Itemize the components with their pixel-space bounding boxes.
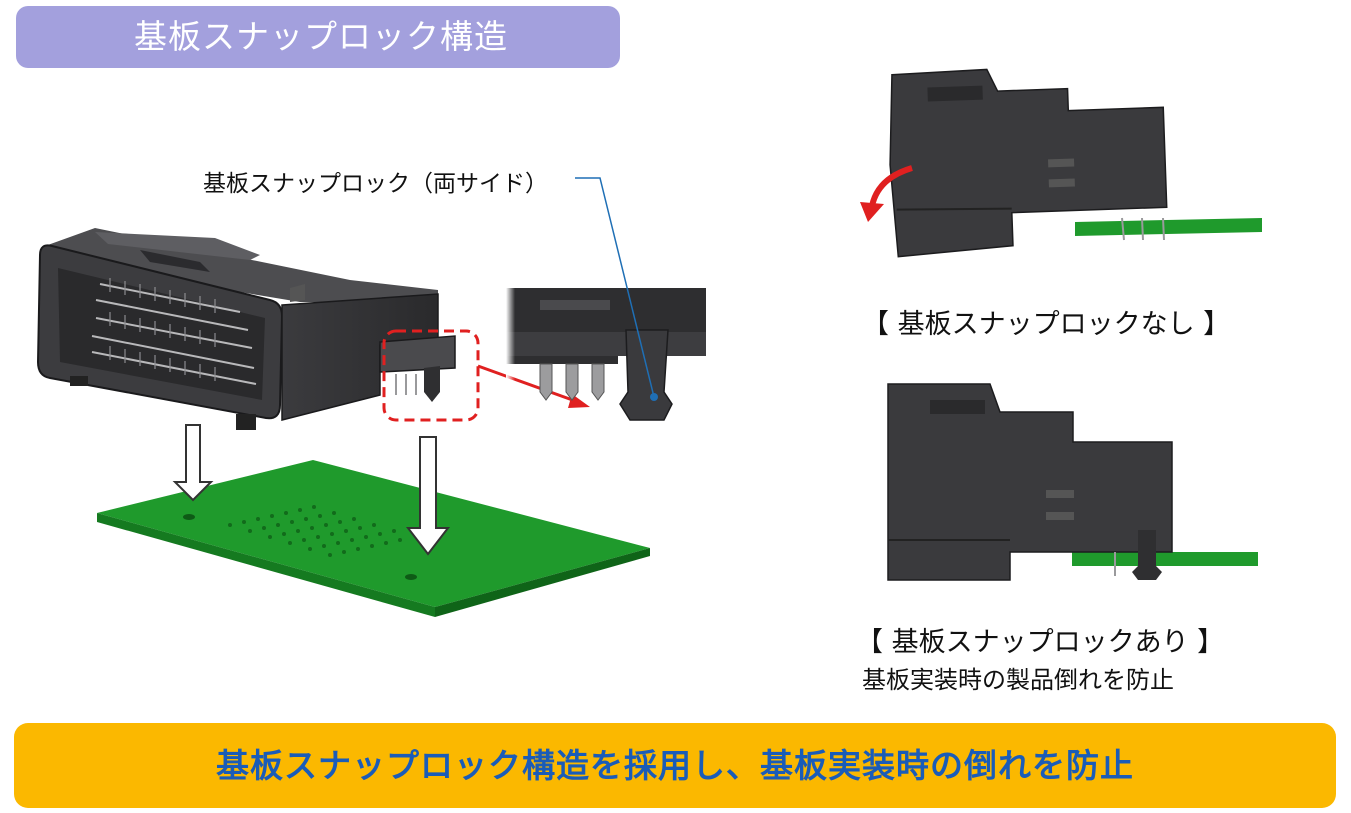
page-title: 基板スナップロック構造	[134, 17, 508, 56]
connector-main	[36, 228, 456, 430]
side-view-with	[887, 383, 1258, 581]
down-arrow-left	[172, 424, 214, 502]
down-arrow-right	[405, 436, 451, 556]
summary-banner: 基板スナップロック構造を採用し、基板実装時の倒れを防止	[14, 723, 1336, 808]
title-tab: 基板スナップロック構造	[16, 6, 620, 68]
pcb-holes	[228, 505, 402, 557]
caption-with-lock: 【 基板スナップロックあり 】	[856, 627, 1225, 658]
caption-without-lock: 【 基板スナップロックなし 】	[862, 309, 1231, 340]
zoom-highlight-box	[382, 329, 480, 422]
zoom-detail	[506, 282, 706, 432]
summary-banner-text: 基板スナップロック構造を採用し、基板実装時の倒れを防止	[216, 746, 1134, 785]
pcb-board	[97, 460, 650, 617]
side-view-without	[860, 68, 1262, 258]
caption-with-lock-note: 基板実装時の製品倒れを防止	[862, 666, 1174, 694]
callout-label: 基板スナップロック（両サイド）	[203, 171, 548, 197]
callout-leader	[575, 177, 655, 398]
